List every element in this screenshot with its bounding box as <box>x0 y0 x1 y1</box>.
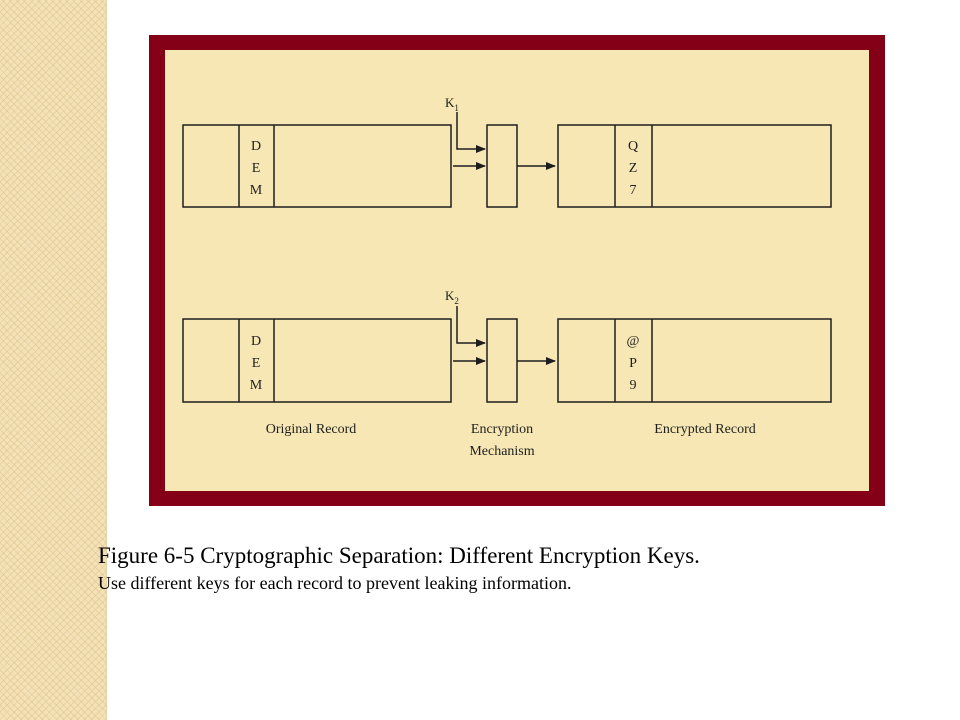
encrypted-char: P <box>629 356 637 371</box>
encryption-mechanism-label: Encryption <box>471 422 533 437</box>
figure-caption: Figure 6-5 Cryptographic Separation: Dif… <box>98 541 948 595</box>
encryption-mechanism-1 <box>486 124 518 208</box>
encrypted-record-label: Encrypted Record <box>654 422 755 437</box>
key-label: K1 <box>445 95 459 113</box>
decorative-side-strip <box>0 0 107 720</box>
original-record-label: Original Record <box>266 422 357 437</box>
encrypted-record-2 <box>557 318 832 403</box>
encrypted-char: 7 <box>630 183 637 198</box>
encrypted-record-1 <box>557 124 832 208</box>
encryption-mechanism-2 <box>486 318 518 403</box>
original-char: M <box>250 378 263 393</box>
encryption-diagram: D E M K1 Q Z 7 <box>182 95 832 459</box>
record-row-1: D E M K1 Q Z 7 <box>182 95 832 208</box>
encrypted-char: Z <box>629 161 638 176</box>
key-label: K2 <box>445 288 459 306</box>
encrypted-char: Q <box>628 139 638 154</box>
encrypted-char: @ <box>627 334 640 349</box>
key-arrow <box>456 112 486 153</box>
record-row-2: D E M K2 @ P 9 <box>182 288 832 403</box>
original-record-2 <box>182 318 452 403</box>
original-char: E <box>252 161 261 176</box>
encrypted-char: 9 <box>630 378 637 393</box>
original-record-1 <box>182 124 452 208</box>
original-char: M <box>250 183 263 198</box>
original-char: D <box>251 334 261 349</box>
key-arrow <box>456 306 486 347</box>
diagram-panel: D E M K1 Q Z 7 <box>165 50 869 491</box>
original-char: E <box>252 356 261 371</box>
original-char: D <box>251 139 261 154</box>
encryption-mechanism-label: Mechanism <box>469 444 534 459</box>
caption-title: Figure 6-5 Cryptographic Separation: Dif… <box>98 543 700 568</box>
figure-frame: D E M K1 Q Z 7 <box>149 35 885 506</box>
caption-subtitle: Use different keys for each record to pr… <box>98 573 572 593</box>
